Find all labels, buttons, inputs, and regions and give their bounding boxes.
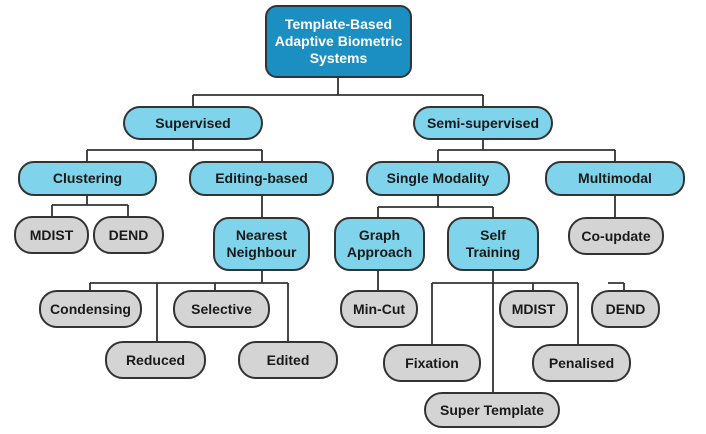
clustering-node: Clustering [18,161,157,196]
min-cut-leaf: Min-Cut [340,290,418,328]
nearest-neighbour-node: Nearest Neighbour [213,217,310,271]
dend-leaf-2: DEND [591,290,660,328]
semi-supervised-label: Semi-supervised [426,114,540,131]
nearest-neighbour-label: Nearest Neighbour [226,227,297,260]
multimodal-node: Multimodal [545,161,685,196]
edited-label: Edited [266,351,310,368]
mdist-label-2: MDIST [511,300,556,317]
edited-leaf: Edited [238,341,338,379]
editing-based-node: Editing-based [189,161,334,196]
connector-line [51,196,129,216]
editing-based-label: Editing-based [215,170,308,187]
min-cut-label: Min-Cut [352,300,406,317]
fixation-label: Fixation [405,354,459,371]
fixation-leaf: Fixation [383,344,481,382]
connector-line [437,140,616,161]
mdist-label-1: MDIST [29,226,74,243]
co-update-leaf: Co-update [568,217,664,255]
penalised-leaf: Penalised [532,344,631,382]
connector-line [192,78,484,106]
connector-line [377,196,494,217]
dend-label-1: DEND [108,226,149,243]
clustering-label: Clustering [52,170,123,187]
semi-supervised-node: Semi-supervised [413,106,553,140]
graph-approach-node: Graph Approach [334,217,425,271]
dend-leaf-1: DEND [93,216,164,254]
dend-label-2: DEND [605,300,646,317]
self-training-label: Self Training [465,227,521,260]
condensing-leaf: Condensing [39,290,142,328]
mdist-leaf-1: MDIST [14,216,89,254]
supervised-label: Supervised [155,114,231,131]
root-label: Template-Based Adaptive Biometric System… [274,16,403,66]
single-modality-label: Single Modality [386,170,490,187]
mdist-leaf-2: MDIST [499,290,568,328]
penalised-label: Penalised [548,354,615,371]
connector-line [89,271,289,341]
root-node: Template-Based Adaptive Biometric System… [265,5,412,78]
reduced-label: Reduced [125,351,186,368]
super-template-label: Super Template [440,401,544,418]
multimodal-label: Multimodal [578,170,652,187]
co-update-label: Co-update [581,227,651,244]
selective-leaf: Selective [173,290,270,328]
connector-line [431,271,625,392]
connector-line [86,140,263,161]
super-template-leaf: Super Template [424,392,560,428]
graph-approach-label: Graph Approach [346,227,413,260]
condensing-label: Condensing [50,300,131,317]
selective-label: Selective [191,300,252,317]
single-modality-node: Single Modality [366,161,510,196]
reduced-leaf: Reduced [105,341,206,379]
supervised-node: Supervised [123,106,263,140]
self-training-node: Self Training [447,217,539,271]
